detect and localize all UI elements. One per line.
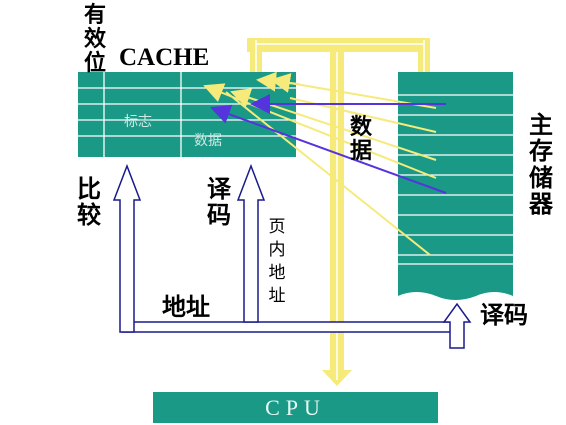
compare-char: 较 (77, 201, 101, 230)
cache-table (78, 72, 296, 157)
main-memory-label: 主 存 储 器 (526, 112, 556, 218)
data-cell-label: 数据 (194, 133, 222, 149)
in-page-address-label: 页 内 地 址 (266, 216, 288, 308)
main-memory-char: 主 (529, 111, 553, 139)
address-bus (112, 163, 472, 349)
cpu-bar: CPU (153, 392, 438, 423)
data-flow-char: 数 (349, 115, 372, 140)
main-memory-char: 储 (529, 163, 553, 192)
compare-label: 比 较 (74, 176, 104, 229)
cache-title: CACHE (119, 44, 210, 71)
decode-left-char: 译 (207, 175, 231, 203)
decode-left-char: 码 (207, 201, 231, 230)
main-memory-char: 器 (529, 190, 553, 219)
compare-char: 比 (77, 175, 101, 203)
decode-right-label: 译码 (480, 301, 528, 329)
in-page-address-char: 地 (268, 262, 286, 283)
data-flow-char: 据 (349, 139, 372, 165)
in-page-address-char: 内 (268, 239, 286, 260)
blue-arrows (210, 94, 447, 194)
address-label: 地址 (162, 293, 210, 321)
valid-bit-label: 有 效 位 (82, 3, 108, 77)
valid-bit-char: 效 (83, 27, 106, 53)
valid-bit-char: 位 (83, 51, 106, 77)
main-memory-char: 存 (529, 137, 553, 166)
in-page-address-char: 页 (268, 217, 286, 237)
top-data-bus (247, 38, 430, 72)
main-memory-block (398, 72, 513, 300)
valid-bit-char: 有 (83, 3, 106, 28)
tag-cell-label: 标志 (124, 114, 152, 130)
in-page-address-char: 址 (268, 285, 286, 306)
data-flow-label: 数 据 (348, 115, 374, 165)
central-data-bus (322, 52, 352, 386)
decode-left-label: 译 码 (204, 176, 234, 229)
